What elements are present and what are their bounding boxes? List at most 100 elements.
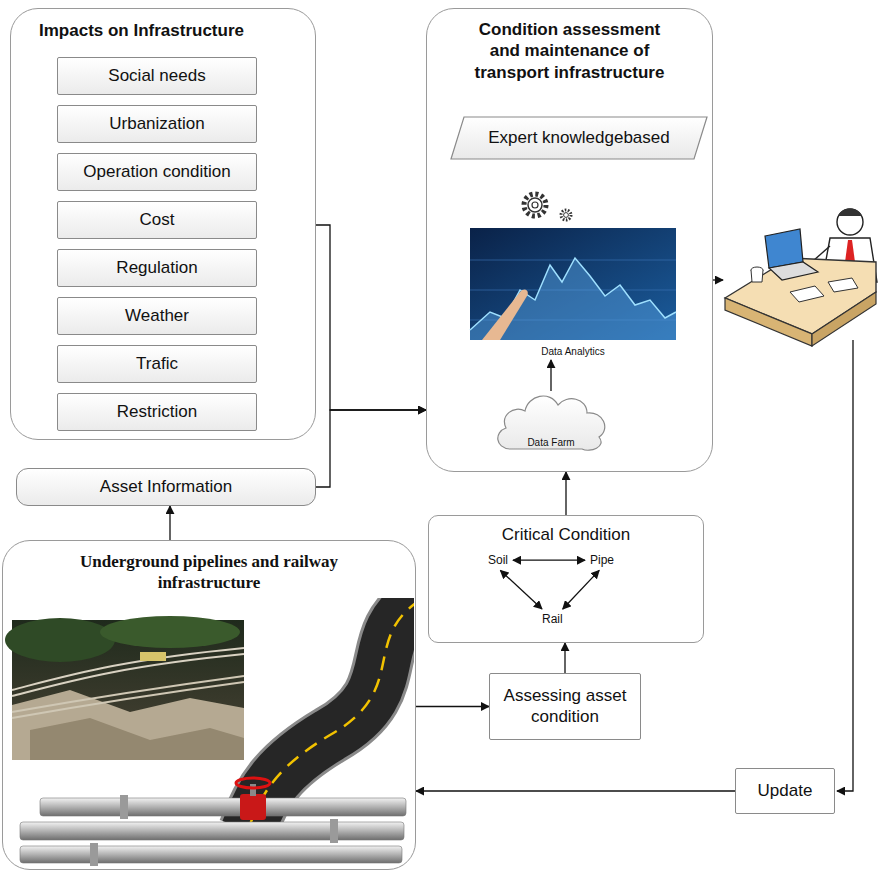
image-caption: Data Analytics [541, 346, 604, 357]
flow-arrow [513, 560, 585, 561]
manager-icon [725, 209, 877, 347]
pipes-illustration [20, 778, 406, 866]
group-panel: Condition assessment and maintenance of … [426, 8, 713, 472]
flow-arrow [169, 506, 170, 540]
factor-box: Social needs [57, 57, 257, 95]
analytics-picture [470, 228, 676, 340]
factor-text: Pipe [590, 553, 614, 567]
factor-box: Weather [57, 297, 257, 335]
box-label: Social needs [108, 66, 205, 86]
factor-box: Restriction [57, 393, 257, 431]
pipe-flange [120, 795, 128, 819]
factor-text: Soil [488, 553, 508, 567]
factor-box: Trafic [57, 345, 257, 383]
desk-side [812, 292, 876, 346]
box-label: Assessing asset condition [496, 686, 634, 727]
box-label: Update [758, 781, 813, 801]
box-label: Cost [140, 210, 175, 230]
pipe [40, 798, 406, 816]
flow-arrow [837, 340, 853, 791]
box-label: Restriction [117, 402, 197, 422]
rail-track [12, 654, 244, 696]
gear-icon [532, 202, 538, 208]
hillside [30, 718, 244, 760]
flow-arrow [565, 472, 566, 515]
pipe-flange [330, 819, 338, 843]
factor-box: Regulation [57, 249, 257, 287]
road-illustration [248, 600, 414, 830]
gear-icon [564, 213, 569, 218]
road-centerline [248, 600, 414, 830]
factor-text: Rail [542, 612, 563, 626]
cloud-shape [498, 396, 605, 450]
factor-box: Operation condition [57, 153, 257, 191]
flow-arrow [316, 410, 426, 487]
pipe [20, 822, 404, 840]
gear-icon [561, 210, 571, 220]
cloud-label: Data Farm [527, 437, 574, 448]
road-edge [248, 600, 414, 830]
factor-box: Cost [57, 201, 257, 239]
box-label: Expert knowledgebased [488, 128, 669, 148]
hillside [12, 690, 244, 760]
flow-arrow [416, 790, 735, 791]
hand [482, 289, 528, 340]
train [140, 652, 166, 661]
group-panel: Impacts on InfrastructureSocial needsUrb… [10, 8, 316, 440]
group-panel: Underground pipelines and railway infras… [2, 540, 416, 870]
screen [470, 228, 676, 340]
rail-track [12, 676, 244, 712]
person-head [837, 209, 863, 235]
road-surface [248, 600, 414, 830]
process-box: Assessing asset condition [489, 673, 641, 740]
trees [100, 616, 240, 648]
laptop-screen [765, 229, 803, 268]
gear-icon [524, 194, 546, 216]
valve-stem [250, 784, 256, 796]
box-label: Regulation [116, 258, 197, 278]
box-label: Weather [125, 306, 189, 326]
pipe [20, 846, 402, 863]
factor-label: Soil [486, 553, 510, 567]
laptop-base [769, 262, 818, 280]
flow-arrow [500, 570, 542, 609]
flow-arrow [316, 225, 426, 410]
flow-arrow [416, 706, 489, 707]
trees [5, 618, 115, 662]
knowledge-parallelogram: Expert knowledgebased [450, 116, 708, 160]
panel-heading: Condition assessment and maintenance of … [467, 9, 672, 83]
panel-heading: Underground pipelines and railway infras… [34, 541, 384, 594]
factor-label: Pipe [588, 553, 616, 567]
box-label: Trafic [136, 354, 178, 374]
analytics-image: Data Analytics [470, 226, 676, 360]
factor-label: Rail [540, 612, 565, 626]
chart-area [470, 258, 676, 340]
condition-box: Critical ConditionSoil PipeRail [428, 515, 704, 643]
box-label: Operation condition [83, 162, 230, 182]
data-cloud: Data Farm [490, 385, 612, 455]
desk-top [725, 258, 876, 334]
box-heading: Critical Condition [429, 516, 703, 545]
pipe-flange [90, 843, 98, 866]
gear-icon [528, 198, 542, 212]
flow-arrow [550, 360, 551, 391]
valve-body [240, 794, 266, 820]
paper [790, 286, 824, 302]
rail-track [12, 682, 244, 718]
panel-heading: Impacts on Infrastructure [11, 9, 315, 41]
process-box: Update [735, 768, 835, 814]
paper [828, 278, 858, 292]
valve-wheel [236, 778, 270, 788]
flow-arrow [564, 643, 565, 673]
asset-box: Asset Information [16, 468, 316, 506]
flow-arrow [563, 570, 600, 609]
box-label: Urbanization [109, 114, 204, 134]
flow-arrow [713, 279, 723, 280]
box-label: Asset Information [100, 477, 232, 497]
person-hair [838, 209, 862, 217]
factor-box: Urbanization [57, 105, 257, 143]
para-shape [451, 117, 707, 159]
cup [751, 270, 763, 282]
railway-photo [5, 616, 244, 760]
